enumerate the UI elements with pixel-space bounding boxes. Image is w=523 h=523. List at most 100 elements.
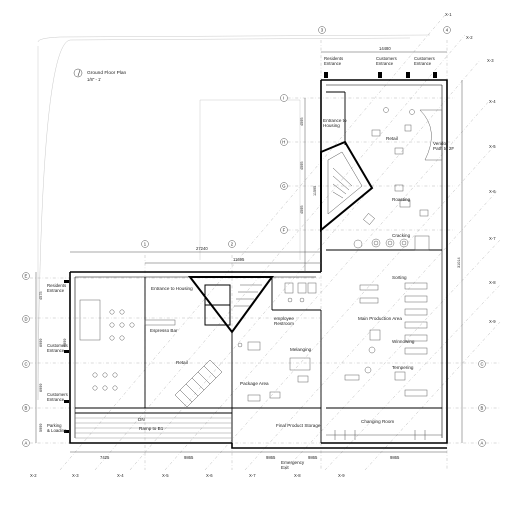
changing-room-lockers	[326, 430, 442, 440]
grid-x4-bottom: X-4	[117, 473, 124, 478]
room-main-production: Main Production Area	[358, 316, 402, 321]
grid-row-c-left: C	[25, 362, 28, 367]
grid-bubbles	[22, 26, 486, 447]
grid-x4-diag: X-4	[489, 99, 496, 104]
interior-walls	[75, 91, 442, 443]
room-final-product-storage: Final Product Storage	[276, 423, 321, 428]
restroom-fixtures	[284, 282, 317, 303]
room-winnowing: Winnowing	[392, 339, 415, 344]
espresso-bar-furniture	[79, 299, 176, 391]
grid-row-a-right: A	[481, 441, 484, 446]
roasting-equipment	[363, 184, 429, 225]
room-retail-left: Retail	[176, 360, 188, 365]
stair-core-upper	[320, 140, 374, 233]
label-parking: Parking& Loading	[47, 423, 67, 433]
grid-row-e-left: E	[25, 274, 28, 279]
grid-row-h: H	[282, 140, 285, 145]
dim-bottom-5: 9865	[390, 455, 400, 460]
room-ramp-dn: DN	[138, 417, 145, 422]
grid-x7-bottom: X-7	[249, 473, 256, 478]
dimension-lines	[35, 51, 463, 453]
room-sorting: Sorting	[392, 275, 407, 280]
dim-left-3: 6999	[63, 339, 67, 347]
grid-x6-diag: X-6	[489, 189, 496, 194]
room-entrance-to-housing-left: Entrance to Housing	[151, 286, 193, 291]
plan-scale: 1/8" - 1'	[87, 77, 101, 82]
grid-col-3: 3	[321, 28, 324, 33]
dim-left-4: 6999	[39, 384, 43, 392]
grid-row-d-left: D	[25, 317, 28, 322]
room-ramp: Ramp to B1	[139, 426, 164, 431]
cracking-equipment	[353, 235, 430, 251]
room-changing-room: Changing Room	[361, 419, 394, 424]
grid-col-4: 4	[446, 28, 449, 33]
room-roasting: Roasting	[392, 197, 411, 202]
dim-upper-left-sub: 11695	[233, 257, 245, 262]
grid-x8-diag: X-8	[489, 280, 496, 285]
grid-x1-diag: X-1	[445, 12, 452, 17]
package-area-furniture	[247, 391, 281, 402]
grid-x9-diag: X-9	[489, 319, 496, 324]
stair-core-left	[187, 276, 274, 334]
grid-x6-bottom: X-6	[206, 473, 213, 478]
grid-row-a-left: A	[25, 441, 28, 446]
grid-col-2: 2	[231, 242, 234, 247]
grid-x3-bottom: X-3	[72, 473, 79, 478]
grid-row-i: I	[283, 96, 284, 101]
grid-x8-bottom: X-8	[294, 473, 301, 478]
grid-col-1: 1	[144, 242, 147, 247]
grid-x5-bottom: X-5	[162, 473, 169, 478]
room-melanging: Melanging	[290, 347, 312, 352]
room-cracking: Cracking	[392, 233, 411, 238]
grid-x3-diag: X-3	[487, 58, 494, 63]
dim-left-1: 4575	[39, 292, 43, 300]
room-retail-top: Retail	[386, 136, 398, 141]
room-tempering: Tempering	[392, 365, 414, 370]
retail-left-stair	[174, 359, 223, 408]
dim-bottom-1: 7425	[100, 455, 110, 460]
dim-upper-2: 4595	[300, 162, 304, 170]
room-package-area: Package Area	[240, 381, 269, 386]
grid-row-c-right: C	[481, 362, 484, 367]
melanging-equipment	[237, 341, 311, 383]
retail-upper-furniture	[371, 107, 443, 161]
plan-title: Ground Floor Plan	[87, 70, 127, 76]
dim-bottom-3: 9865	[266, 455, 276, 460]
room-espresso-bar: Espresso Bar	[150, 328, 178, 333]
dim-left-5: 5999	[39, 424, 43, 432]
grid-row-f: F	[283, 228, 286, 233]
ramp-hatch	[75, 417, 232, 439]
dim-right-total: 31014	[457, 257, 461, 268]
site-boundary	[37, 34, 431, 401]
dim-top-width: 14480	[379, 46, 391, 51]
grid-x7-diag: X-7	[489, 236, 496, 241]
dim-left-2: 6999	[39, 339, 43, 347]
dim-upper-1: 4595	[300, 118, 304, 126]
grid-row-g: G	[282, 184, 285, 189]
grid-x5-diag: X-5	[489, 144, 496, 149]
grid-row-b-left: B	[25, 406, 28, 411]
grid-x2-diag: X-2	[466, 35, 473, 40]
grid-x2-bottom: X-2	[30, 473, 37, 478]
door-markers	[64, 72, 437, 433]
grid-x9-bottom: X-9	[338, 473, 345, 478]
production-equipment	[344, 282, 428, 397]
grid-lines	[30, 14, 501, 471]
dim-bottom-4: 9865	[308, 455, 318, 460]
grid-row-b-right: B	[481, 406, 484, 411]
dim-upper-left-width: 27240	[196, 246, 208, 251]
dim-upper-4: 4595	[300, 206, 304, 214]
dim-bottom-2: 9865	[184, 455, 194, 460]
north-arrow-icon	[73, 68, 83, 78]
